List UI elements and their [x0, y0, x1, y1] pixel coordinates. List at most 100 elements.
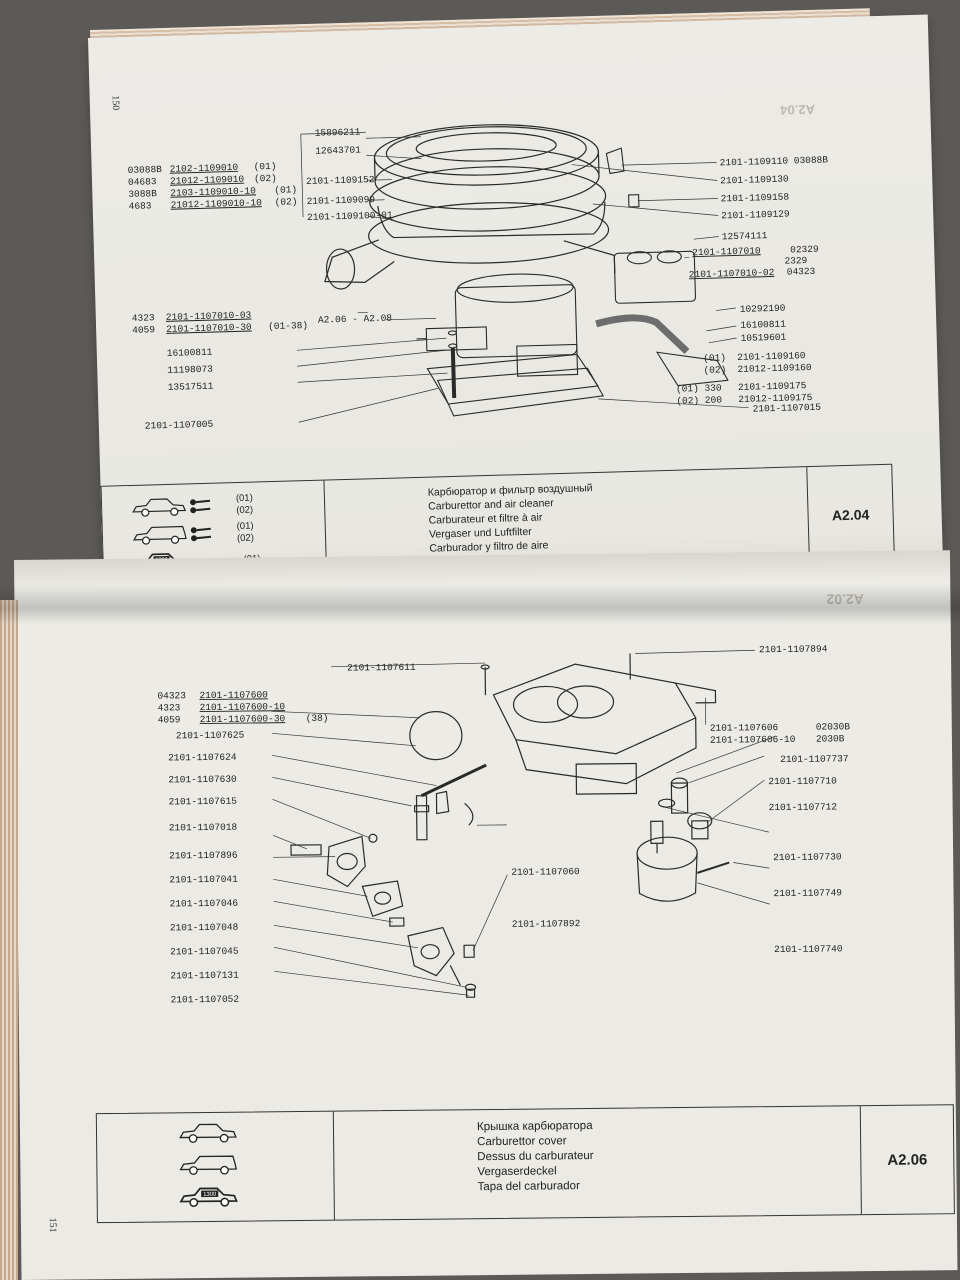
part-label: 2101-1107010-03: [166, 310, 252, 323]
part-label: 2101-1107625: [176, 730, 245, 742]
part-label: 2101-1107010-02: [689, 267, 775, 280]
part-label: 2101-1107041: [169, 874, 238, 886]
wagon-icon: [132, 525, 187, 545]
carburettor-cover-diagram: 04323 2101-1107600 4323 2101-1107600-10 …: [157, 643, 851, 1006]
part-label: 2101-1107600: [199, 689, 268, 701]
part-label: 2101-1107131: [170, 970, 239, 982]
carburettor-body: [416, 147, 729, 417]
model-row-sedan: [177, 1121, 239, 1146]
part-label: 2101-1107015: [752, 402, 821, 415]
part-label: 4323: [132, 312, 155, 324]
air-filter-assembly: [324, 124, 616, 290]
part-label: 2101-1109130: [720, 173, 789, 186]
part-label: A2.06 - A2.08: [318, 313, 393, 326]
wagon-icon: [179, 1155, 237, 1175]
part-label: (01) 330: [676, 382, 722, 394]
part-label: 2101-1109160: [737, 350, 806, 363]
part-label: (02): [254, 173, 277, 185]
model-row-wagon: (01) (02): [131, 521, 255, 548]
callout-labels-top-left: 04323 2101-1107600 4323 2101-1107600-10 …: [157, 689, 329, 725]
part-label: 2101-1107018: [169, 822, 238, 834]
part-label: (02) 200: [676, 394, 722, 406]
part-label: 15896211: [315, 126, 361, 138]
part-label: 4059: [158, 714, 181, 725]
part-label: 2101-1107624: [168, 752, 237, 764]
engine-variant-icon: [190, 499, 211, 514]
part-label: (01): [703, 352, 726, 364]
part-label: (38): [306, 713, 329, 724]
leader-lines: [296, 131, 749, 423]
part-label: 04323: [157, 690, 186, 701]
part-label: 21012-1109175: [738, 392, 813, 405]
part-label: 2101-1107611: [347, 662, 416, 674]
callout-labels-left: 2101-1107611 2101-1107625 2101-1107624 2…: [168, 662, 416, 1006]
variant-code: (01): [236, 520, 254, 533]
part-label: 12574111: [722, 230, 768, 242]
sedan-1300-icon: 1300: [179, 1187, 238, 1207]
part-label: 13517511: [168, 381, 214, 393]
part-label: 2101-1107005: [145, 419, 214, 432]
part-label: 04323: [787, 266, 816, 278]
part-label: 2101-1109100-01: [307, 210, 393, 223]
part-label: 2101-1109175: [738, 380, 807, 393]
caption-box: 1300 Крышка карбюратора Carburettor cove…: [95, 1104, 955, 1224]
part-label: 2102-1109010: [170, 162, 239, 175]
part-label: (01-38): [268, 320, 308, 332]
leader-lines: [271, 649, 777, 996]
part-label: 16100811: [167, 347, 213, 359]
part-label: 2101-1107060: [511, 866, 580, 878]
part-label: 2101-1107052: [171, 994, 240, 1006]
part-label: (01): [274, 184, 297, 196]
model-row-sedan-1300: 1300: [178, 1185, 240, 1210]
part-label: 2101-1107892: [512, 918, 581, 930]
part-label: 4323: [158, 702, 181, 713]
part-label: 2101-1107896: [169, 850, 238, 862]
callout-labels-middle: 2101-1107060 2101-1107892: [511, 866, 580, 930]
page-number: 151: [46, 1217, 59, 1233]
part-label: 4683: [129, 200, 152, 212]
carburettor-cover-assembly: [290, 653, 730, 998]
model-row-wagon: [177, 1153, 239, 1178]
part-label: 02030B: [816, 721, 851, 732]
part-label: (02): [703, 364, 726, 376]
part-label: 2030B: [816, 733, 845, 744]
part-label: (02): [275, 196, 298, 208]
part-label: 2101-1107712: [769, 801, 838, 813]
part-label: 4059: [132, 324, 155, 336]
model-applicability: 1300: [96, 1111, 335, 1223]
engine-variant-icon: [190, 527, 212, 542]
part-label: 2101-1109099: [306, 194, 375, 207]
part-label: 2101-1107606: [710, 722, 779, 734]
part-label: 2101-1109110 03088B: [720, 154, 829, 168]
part-label: 2101-1109129: [721, 208, 790, 221]
part-label: 2101-1109158: [721, 191, 790, 204]
callout-labels-right: 2101-1107894 2101-1107606 02030B 2101-11…: [710, 643, 851, 955]
part-label: 2101-1107048: [170, 922, 239, 934]
part-label: 2101-1107749: [773, 887, 842, 899]
sedan-icon: [179, 1123, 237, 1143]
part-label: 21012-1109160: [737, 362, 812, 375]
part-label: 2101-1107730: [773, 851, 842, 863]
carburettor-air-cleaner-diagram: 15896211 12643701 03088B 2102-1109010 (0…: [128, 124, 829, 432]
part-label: 2101-1107600-30: [200, 713, 286, 725]
part-label: 04683: [128, 176, 157, 188]
part-label: 2101-1107010-30: [166, 322, 252, 335]
section-code: A2.06: [859, 1105, 954, 1215]
page-edge-left: [0, 600, 18, 1280]
part-label: 21012-1109010: [170, 174, 245, 187]
part-label: 2101-1107600-10: [199, 701, 285, 713]
part-label: 10292190: [740, 303, 786, 315]
part-label: 11198073: [167, 364, 213, 376]
title-es: Tapa del carburador: [477, 1180, 580, 1194]
page-150: 150 A2.04: [88, 14, 944, 608]
part-label: 3088B: [128, 188, 157, 200]
part-label: 2101-1107710: [768, 775, 837, 787]
part-label: 02329: [790, 244, 819, 256]
part-label: 2101-1107615: [168, 796, 237, 808]
part-label: 12643701: [315, 144, 361, 156]
part-label: 16100811: [740, 319, 786, 331]
part-label: 2101-1109152: [306, 174, 375, 187]
variant-code: (02): [236, 504, 254, 517]
variant-code: (01): [235, 492, 253, 505]
part-label: 2101-1107737: [780, 753, 849, 765]
